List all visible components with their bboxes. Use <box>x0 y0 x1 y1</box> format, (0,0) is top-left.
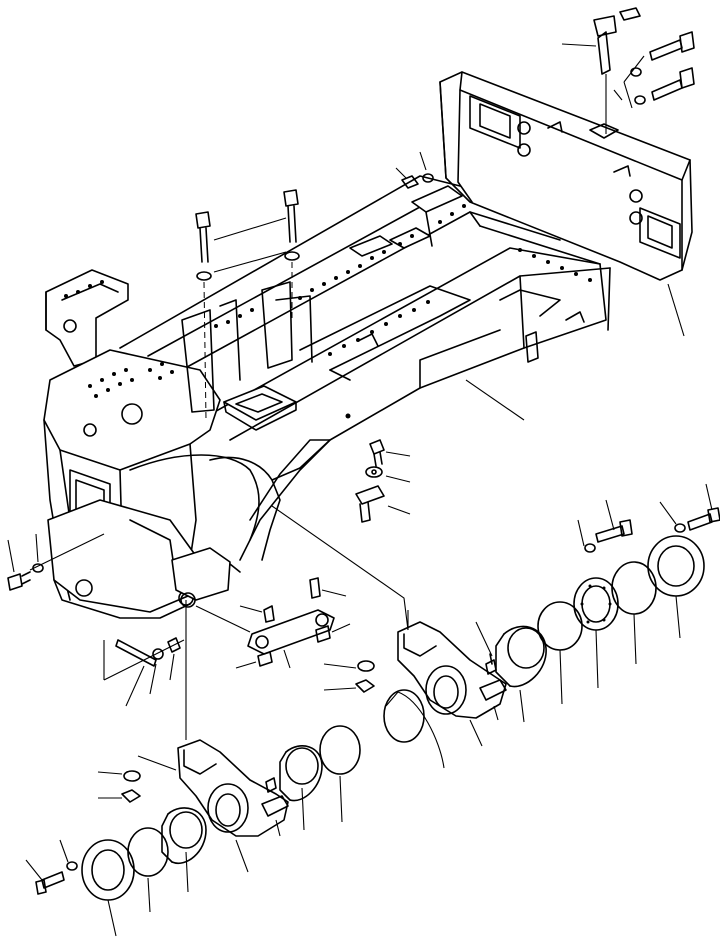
right-end-bolts <box>577 483 720 553</box>
right-bushings-and-rings <box>475 535 705 723</box>
left-bracket-washer-nut <box>97 755 177 803</box>
spring-pin-washer-nut <box>103 637 185 707</box>
hex-nut-top <box>395 151 434 189</box>
left-end-bolt <box>25 839 78 895</box>
middle-bolt-washer-pin <box>355 439 411 523</box>
leader-lines <box>385 283 685 769</box>
front-counterweight <box>439 71 693 281</box>
frame-holes <box>64 204 592 419</box>
left-bushings-and-rings <box>81 725 361 937</box>
leader-frame-to-right-bracket <box>271 505 409 631</box>
front-tie-bar <box>195 577 351 669</box>
left-frame-bolt <box>7 533 105 591</box>
right-axle-support-bracket <box>397 610 507 747</box>
right-bracket-washer-nut <box>323 660 375 693</box>
counterweight-fasteners <box>561 7 695 134</box>
hydraulic-lines <box>129 439 331 561</box>
left-axle-support-bracket <box>177 600 289 873</box>
main-frame <box>43 175 611 619</box>
o-ring <box>383 689 425 743</box>
frame-top-bolts <box>195 189 300 421</box>
